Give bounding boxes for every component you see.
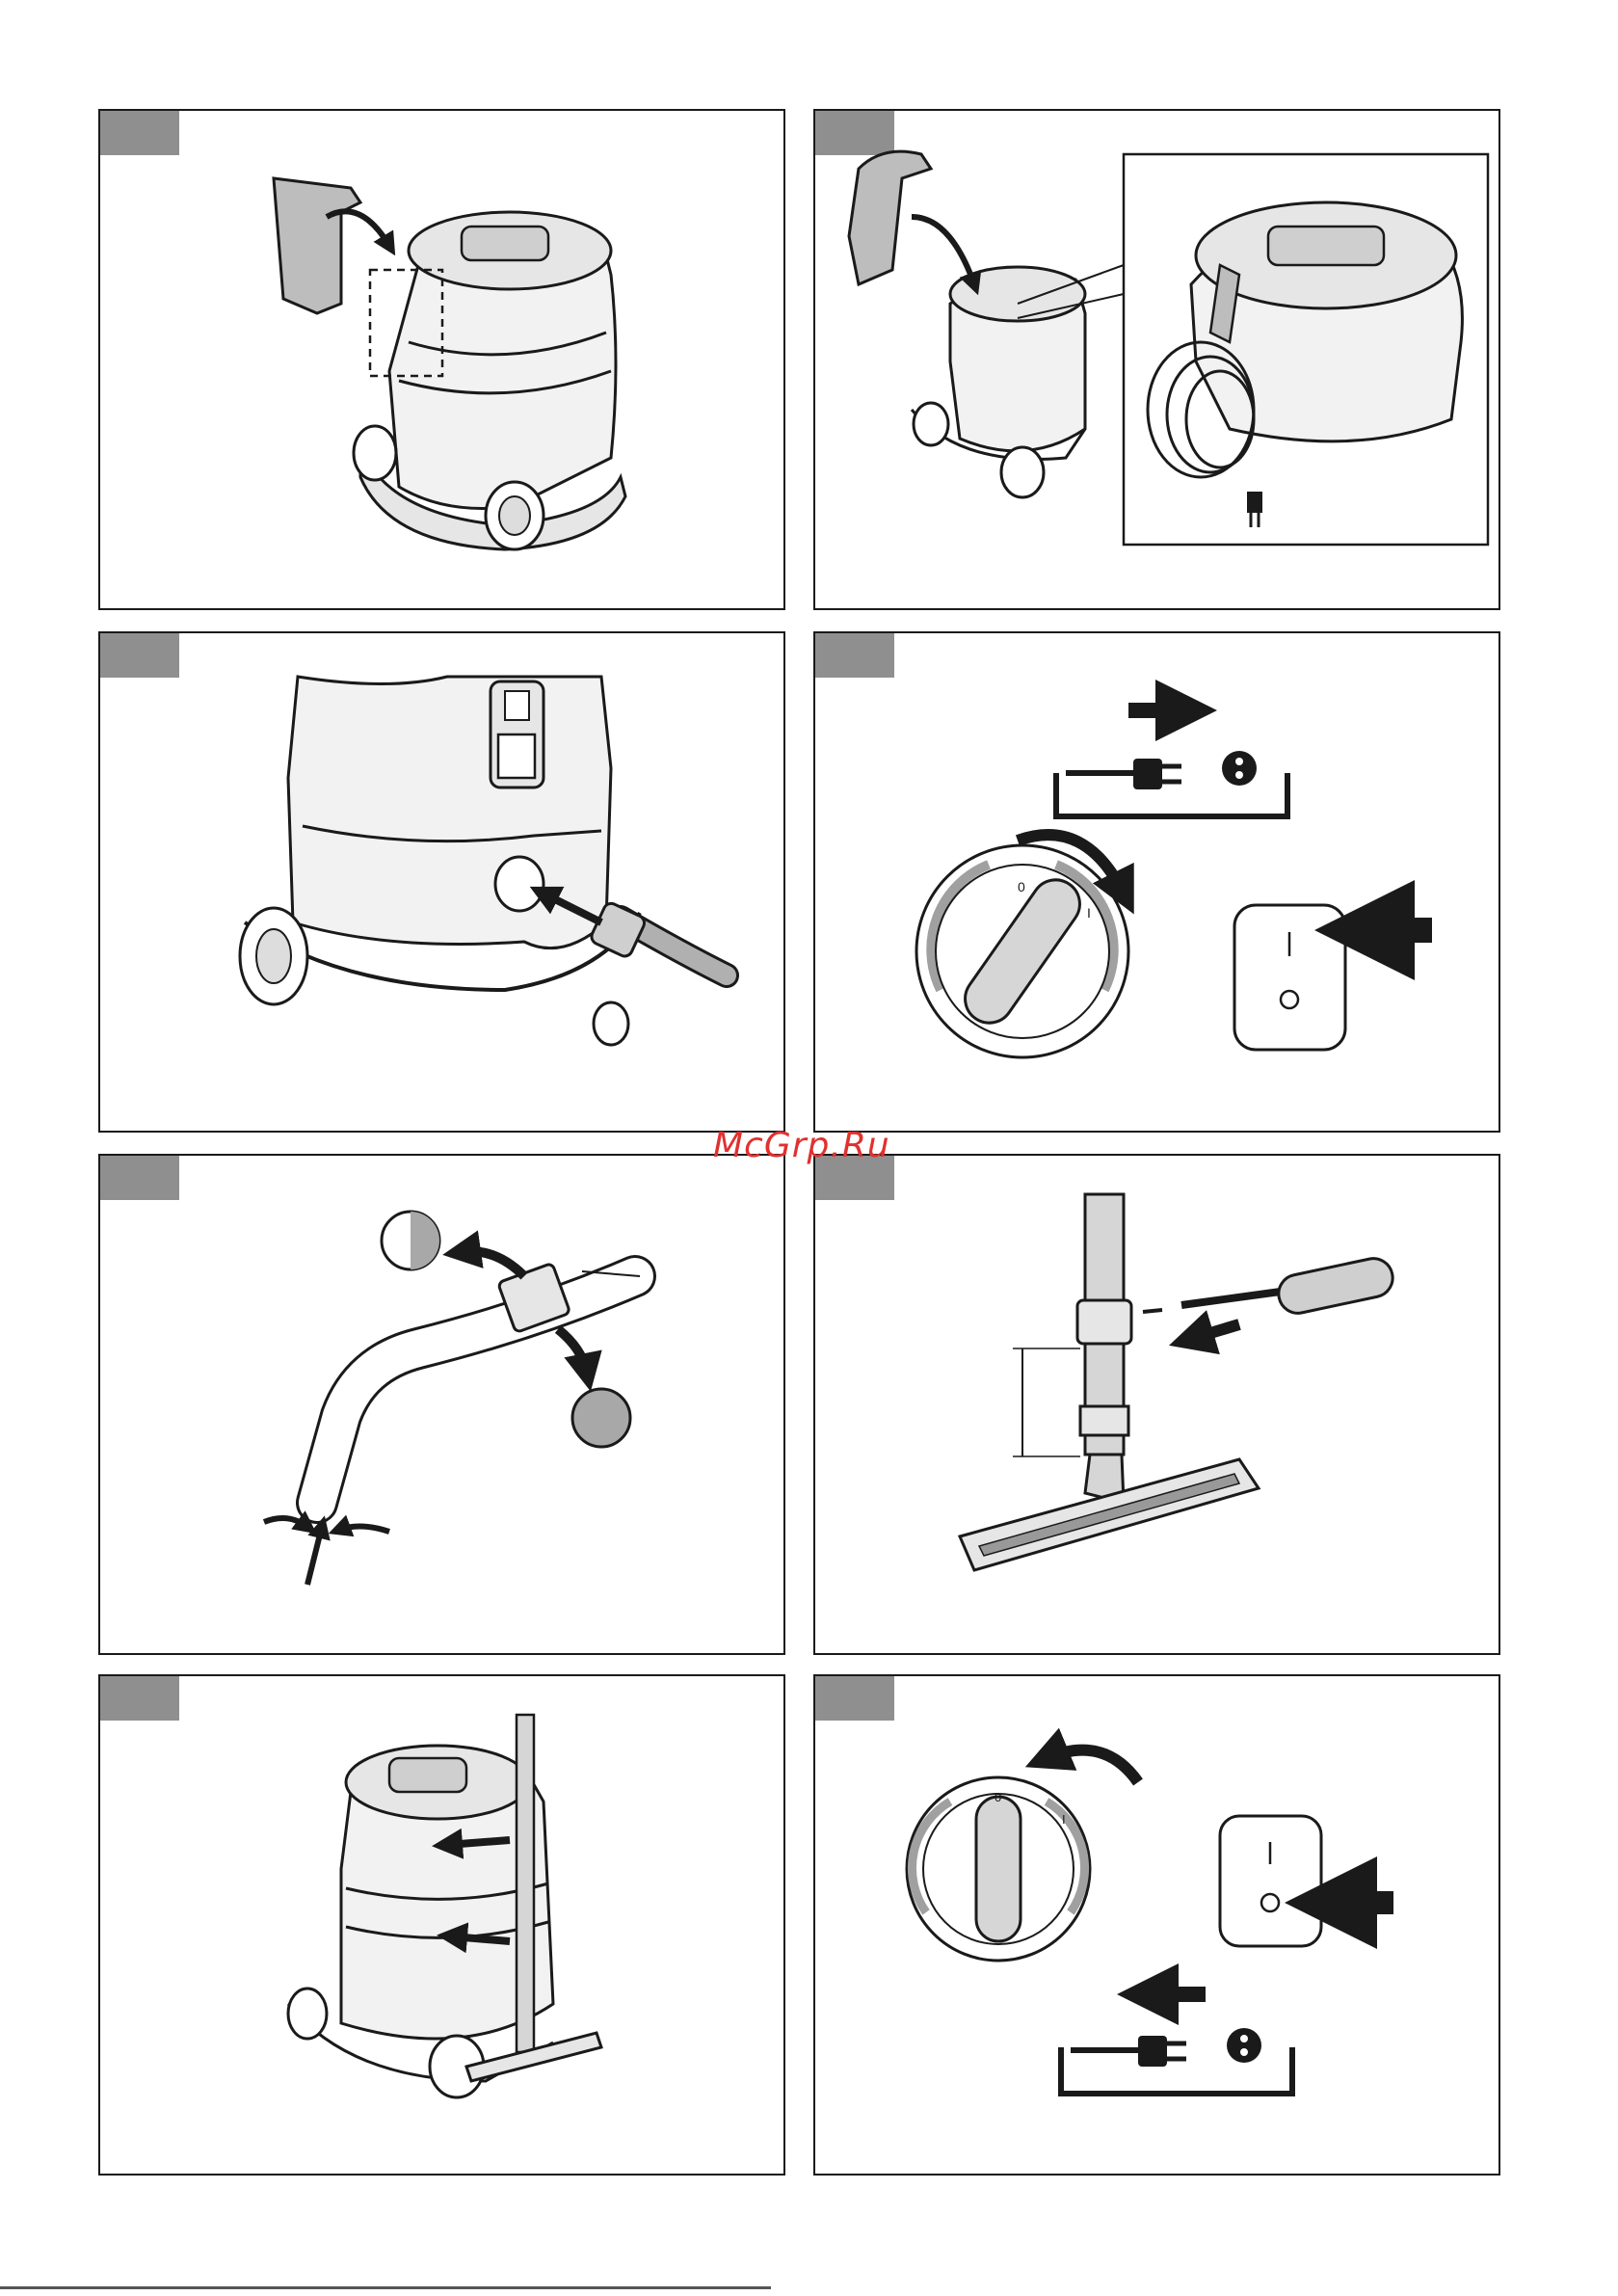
- power-switch-on-icon: 0 I: [815, 633, 1502, 1135]
- park-position-icon: [100, 1676, 787, 2177]
- cord-hook-icon: [815, 111, 1502, 612]
- dial-on-mark: I: [1087, 905, 1091, 921]
- dial-off-mark: 0: [1018, 879, 1025, 894]
- floor-nozzle-tube-icon: [815, 1156, 1502, 1657]
- panel-2: [813, 109, 1500, 610]
- watermark: McGrp.Ru: [713, 1126, 890, 1165]
- panel-7: [98, 1674, 785, 2176]
- hose-connect-icon: [100, 633, 787, 1135]
- panel-3: [98, 631, 785, 1133]
- panel-5: [98, 1154, 785, 1655]
- panel-4: 0 I: [813, 631, 1500, 1133]
- storage-bag-icon: [100, 111, 787, 612]
- suction-regulator-icon: [100, 1156, 787, 1657]
- panel-8: 0 I: [813, 1674, 1500, 2176]
- power-switch-off-icon: 0 I: [815, 1676, 1502, 2177]
- dial-on-mark: I: [1062, 1812, 1066, 1827]
- panel-1: [98, 109, 785, 610]
- panel-6: [813, 1154, 1500, 1655]
- footer-rule: [0, 2286, 771, 2289]
- dial-off-mark: 0: [995, 1790, 1001, 1804]
